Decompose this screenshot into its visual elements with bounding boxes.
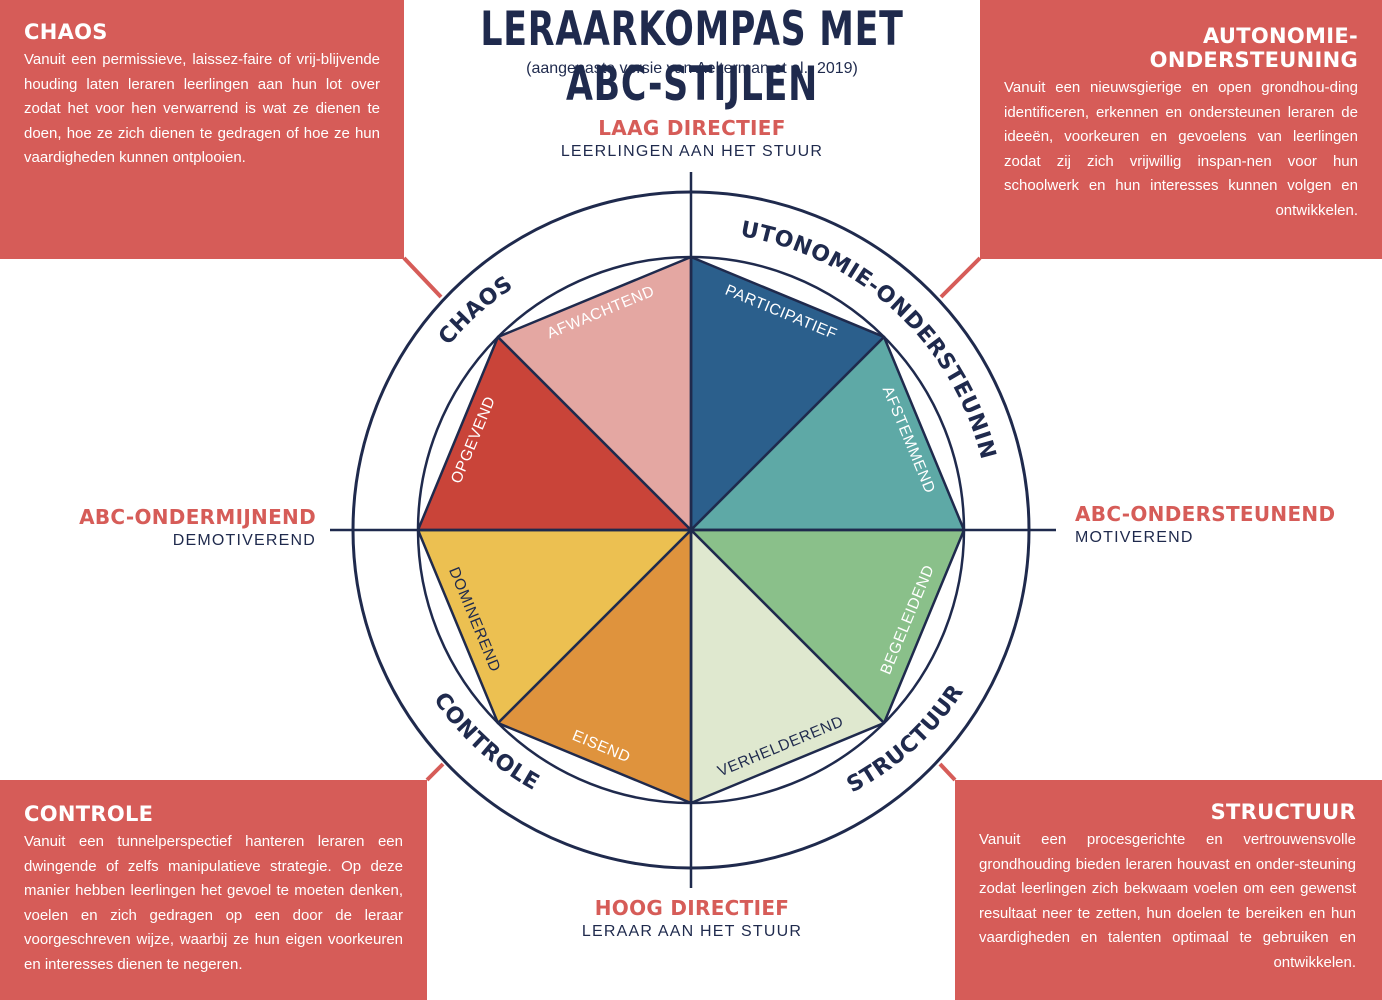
info-box-controle-heading: CONTROLE: [24, 802, 154, 826]
axis-label-right-main: ABC-ONDERSTEUNEND: [1075, 502, 1336, 526]
info-box-chaos: CHAOS Vanuit een permissieve, laissez-fa…: [0, 0, 404, 259]
segments: [416, 255, 966, 805]
page-title: LERAARKOMPAS MET ABC-STIJLEN: [480, 2, 904, 112]
info-box-structuur-text: Vanuit een procesgerichte en vertrouwens…: [979, 831, 1356, 971]
box-connectors: [402, 256, 982, 782]
axis-label-left-sub: DEMOTIVEREND: [172, 532, 316, 549]
info-box-structuur-heading: STRUCTUUR: [1210, 800, 1356, 824]
axis-label-bottom: HOOG DIRECTIEF LERAAR AAN HET STUUR: [492, 896, 892, 941]
connector-line: [402, 256, 443, 299]
axis-label-bottom-sub: LERAAR AAN HET STUUR: [581, 923, 803, 940]
connector-line: [425, 762, 445, 782]
axis-label-top: LAAG DIRECTIEF LEERLINGEN AAN HET STUUR: [492, 116, 892, 161]
axis-label-right: ABC-ONDERSTEUNEND MOTIVEREND: [1075, 502, 1375, 547]
info-box-autonomie: AUTONOMIE-ONDERSTEUNING Vanuit een nieuw…: [980, 0, 1382, 259]
axis-label-right-sub: MOTIVEREND: [1075, 529, 1194, 546]
page-subtitle: (aangepaste versie van Aelterman et al.,…: [526, 60, 858, 77]
connector-line: [938, 762, 957, 782]
connector-line: [939, 256, 982, 299]
info-box-autonomie-text: Vanuit een nieuwsgierige en open grondho…: [1004, 79, 1358, 219]
axis-label-top-sub: LEERLINGEN AAN HET STUUR: [560, 143, 824, 160]
axis-label-left-main: ABC-ONDERMIJNEND: [79, 505, 316, 529]
axis-label-bottom-main: HOOG DIRECTIEF: [594, 896, 790, 920]
info-box-chaos-text: Vanuit een permissieve, laissez-faire of…: [24, 51, 380, 166]
info-box-autonomie-heading-line1: AUTONOMIE-: [1202, 24, 1358, 48]
info-box-autonomie-heading: AUTONOMIE-ONDERSTEUNING: [1004, 24, 1358, 72]
info-box-autonomie-heading-line2: ONDERSTEUNING: [1149, 48, 1358, 72]
info-box-chaos-heading: CHAOS: [24, 20, 108, 44]
info-box-controle-text: Vanuit een tunnelperspectief hanteren le…: [24, 833, 403, 973]
axis-label-top-main: LAAG DIRECTIEF: [598, 116, 786, 140]
info-box-structuur: STRUCTUUR Vanuit een procesgerichte en v…: [955, 780, 1382, 1000]
axis-label-left: ABC-ONDERMIJNEND DEMOTIVEREND: [20, 505, 316, 550]
info-box-controle: CONTROLE Vanuit een tunnelperspectief ha…: [0, 780, 427, 1000]
